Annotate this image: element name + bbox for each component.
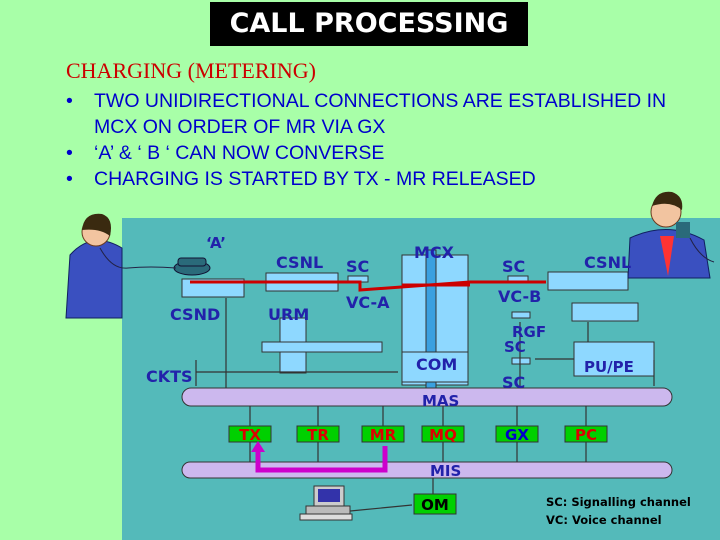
vc-a-label: VC-A [346,293,390,312]
module-pc: PC [564,425,608,444]
ckts-label: CKTS [146,367,193,386]
csnl-left-label: CSNL [276,253,323,272]
mis-label: MIS [430,462,461,480]
telephone-icon [173,257,211,276]
module-tr: TR [296,425,340,444]
bullet-dot: • [66,142,73,164]
om-box: OM [413,493,457,515]
bullet-item: • ‘A’ & ‘ B ‘ CAN NOW CONVERSE [62,140,712,166]
tx-mr-arrow [251,441,265,452]
vc-b-label: VC-B [498,287,541,306]
page-subtitle: CHARGING (METERING) [66,58,316,83]
bullet-text: TWO UNIDIRECTIONAL CONNECTIONS ARE ESTAB… [94,90,667,138]
terminal-icon [299,485,353,521]
csnd-label: CSND [170,305,220,324]
bullet-text: ‘A’ & ‘ B ‘ CAN NOW CONVERSE [94,142,385,164]
urm-link [261,341,383,353]
module-gx-label: GX [505,426,529,444]
rgf-box [571,302,639,322]
pu-pe-label: PU/PE [584,358,634,376]
sc-left-label: SC [346,257,369,276]
bullet-dot: • [66,90,73,112]
module-tr-label: TR [307,426,329,444]
bullet-list: • TWO UNIDIRECTIONAL CONNECTIONS ARE EST… [62,88,712,192]
tx-mr-path [255,446,388,473]
connection-lines [195,298,655,513]
a-subscriber-label: ‘A’ [206,234,226,252]
module-mr: MR [361,425,405,444]
com-label: COM [416,355,457,374]
module-tx-label: TX [239,426,261,444]
mis-bus [181,461,673,479]
csnl-right-box [547,271,629,291]
bullet-text: CHARGING IS STARTED BY TX - MR RELEASED [94,168,536,190]
subscriber-a-icon [65,213,177,319]
mas-label: MAS [422,392,459,410]
module-mq-label: MQ [429,426,457,444]
module-pc-label: PC [575,426,597,444]
module-tx: TX [228,425,272,444]
rgf-label: RGF [512,323,546,341]
sc-rgf-label: SC [504,338,526,356]
module-gx: GX [495,425,539,444]
subscriber-b-icon [627,191,715,279]
pu-pe-box [573,341,655,377]
sc-right-label: SC [502,257,525,276]
om-label: OM [421,496,449,514]
mas-bus [181,387,673,407]
legend-sc: SC: Signalling channel [546,495,691,509]
sc-lower-label: SC [502,373,525,392]
bullet-item: • TWO UNIDIRECTIONAL CONNECTIONS ARE EST… [62,88,712,140]
csnl-right-label: CSNL [584,253,631,272]
mcx-label: MCX [414,243,455,262]
module-mq: MQ [421,425,465,444]
bullet-dot: • [66,168,73,190]
com-box [401,351,469,383]
urm-label: URM [268,305,309,324]
page-title: CALL PROCESSING [210,2,528,46]
module-mr-label: MR [370,426,397,444]
legend-vc: VC: Voice channel [546,513,662,527]
bullet-item: • CHARGING IS STARTED BY TX - MR RELEASE… [62,166,712,192]
